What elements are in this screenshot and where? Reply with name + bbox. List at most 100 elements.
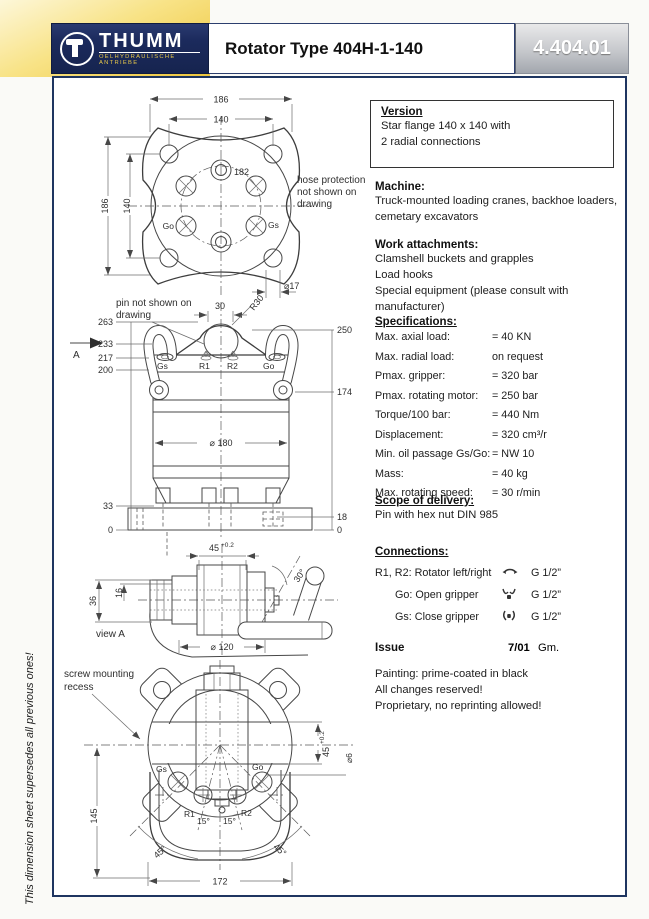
spec-row: Min. oil passage Gs/Go:= NW 10 [375, 448, 535, 460]
dim-radius: R30 [248, 293, 266, 312]
version-box: Version Star flange 140 x 140 with 2 rad… [370, 100, 614, 168]
dim-height-outer: 186 [100, 198, 110, 213]
spec-row: Mass:= 40 kg [375, 467, 528, 480]
scope-section: Scope of delivery: Pin with hex nut DIN … [375, 495, 627, 523]
view-a-label: view A [96, 629, 125, 640]
flange-view-drawing: Go Gs 182 186 140 186 140 ⌀17 [100, 95, 365, 298]
angle-45-left: 45° [152, 843, 169, 860]
spec-row: Pmax. rotating motor:= 250 bar [375, 389, 538, 402]
scope-heading: Scope of delivery: [375, 495, 475, 507]
attachment-line: Clamshell buckets and grapples [375, 253, 534, 265]
note-line: Proprietary, no reprinting allowed! [375, 700, 542, 712]
attachment-line: Special equipment (please consult with m… [375, 285, 569, 313]
gripper-port-symbol [200, 350, 239, 361]
connection-row: Gs: Close gripper G 1/2” [375, 606, 627, 628]
close-gripper-icon [501, 609, 531, 626]
spec-row: Max. axial load:= 40 KN [375, 331, 532, 343]
spec-row: Displacement:= 320 cm³/r [375, 428, 547, 441]
view-direction-arrow [90, 337, 103, 349]
port-label: Gs [157, 361, 168, 371]
specifications-heading: Specifications: [375, 316, 457, 328]
thumm-logo-icon [60, 31, 94, 66]
dim-left: 263 [98, 317, 113, 327]
version-line: 2 radial connections [381, 136, 481, 148]
content-frame: Go Gs 182 186 140 186 140 ⌀17 [52, 76, 627, 897]
specifications-section: Specifications: Max. axial load:= 40 KN … [375, 316, 627, 504]
recess-note-line2: recess [64, 682, 93, 693]
angle-15-left: 15° [197, 816, 210, 826]
spec-row: Pmax. gripper:= 320 bar [375, 370, 538, 382]
version-line: Star flange 140 x 140 with [381, 120, 511, 132]
dim-hole-dia: ⌀17 [284, 281, 299, 291]
connection-row: Go: Open gripper G 1/2” [375, 584, 627, 606]
company-logo: THUMM OELHYDRAULISCHE ANTRIEBE [51, 23, 209, 74]
dim-left2: 16 [114, 588, 124, 598]
dim-right: 18 [337, 512, 347, 522]
notes-section: Painting: prime-coated in black All chan… [375, 666, 627, 714]
spec-column: Machine: Truck-mounted loading cranes, b… [375, 78, 627, 895]
port-label-gs: Gs [268, 220, 279, 230]
dim-left: 0 [108, 525, 113, 535]
technical-drawings: Go Gs 182 186 140 186 140 ⌀17 [64, 95, 365, 887]
dim-right: 0 [337, 525, 342, 535]
port-label-go: Go [252, 762, 264, 772]
dim-body-dia: ⌀ 180 [210, 438, 233, 448]
port-label-r2: R2 [241, 808, 252, 818]
dim-right: 174 [337, 387, 352, 397]
machine-line: Truck-mounted loading cranes, backhoe lo… [375, 195, 618, 207]
dim-height: 145 [89, 808, 99, 823]
connections-heading: Connections: [375, 546, 449, 558]
screw-port [175, 175, 267, 237]
work-attachments-section: Work attachments: Clamshell buckets and … [375, 239, 627, 315]
page-title: Rotator Type 404H-1-140 [225, 38, 424, 58]
dim-right: 250 [337, 325, 352, 335]
hose-note-line1: hose protection [297, 175, 365, 186]
dim-pin: 45 [321, 747, 331, 757]
document-number-badge: 4.404.01 [515, 23, 629, 74]
dim-left: 217 [98, 353, 113, 363]
dim-pin: 45 [209, 543, 219, 553]
dim-width-inner: 140 [213, 115, 228, 125]
pin-note-line1: pin not shown on [116, 298, 192, 309]
spec-row: Max. rotating speed:= 30 r/min [375, 487, 541, 499]
connections-section: Connections: R1, R2: Rotator left/right … [375, 546, 627, 628]
port-label: R2 [227, 361, 238, 371]
dim-angle: 30° [292, 567, 308, 584]
dim-pin-tol: +0.2 [221, 542, 234, 549]
issue-value: 7/01 [508, 642, 530, 654]
connection-row: R1, R2: Rotator left/right G 1/2” [375, 566, 562, 581]
recess-note-line1: screw mounting [64, 669, 134, 680]
rotate-icon [501, 566, 531, 581]
document-number: 4.404.01 [533, 37, 611, 59]
view-arrow-label: A [73, 350, 80, 361]
port-label: R1 [199, 361, 210, 371]
dim-pin-tol: +0.2 [319, 731, 326, 744]
dim-left: 200 [98, 365, 113, 375]
machine-line: cemetary excavators [375, 211, 479, 223]
version-heading: Version [381, 106, 423, 118]
issue-initials: Gm. [538, 642, 560, 654]
header-band: THUMM OELHYDRAULISCHE ANTRIEBE Rotator T… [51, 23, 629, 74]
angle-15-right: 15° [223, 816, 236, 826]
angle-45-right: 45° [272, 842, 289, 859]
note-line: Painting: prime-coated in black [375, 668, 528, 680]
spec-row: Max. radial load:on request [375, 350, 544, 363]
company-name: THUMM [99, 31, 200, 53]
hose-note-line2: not shown on [297, 187, 357, 198]
scope-line: Pin with hex nut DIN 985 [375, 509, 499, 521]
machine-section: Machine: Truck-mounted loading cranes, b… [375, 181, 627, 225]
dim-extra: ⌀6 [344, 753, 354, 763]
company-tagline: OELHYDRAULISCHE ANTRIEBE [99, 53, 176, 66]
document-title-box: Rotator Type 404H-1-140 [209, 23, 515, 74]
open-gripper-icon [501, 587, 531, 604]
issue-row: Issue 7/01 Gm. [375, 642, 627, 658]
dim-width-outer: 186 [213, 95, 228, 105]
work-attachments-heading: Work attachments: [375, 239, 479, 251]
spec-row: Torque/100 bar:= 440 Nm [375, 409, 540, 421]
dim-left: 33 [103, 501, 113, 511]
attachment-line: Load hooks [375, 269, 433, 281]
port-label-r1: R1 [184, 809, 195, 819]
pin-note-line2: drawing [116, 310, 151, 321]
issue-label: Issue [375, 642, 405, 654]
bottom-view-drawing: Gs Go R1 R2 15° 15° 45° 45° [64, 660, 356, 887]
